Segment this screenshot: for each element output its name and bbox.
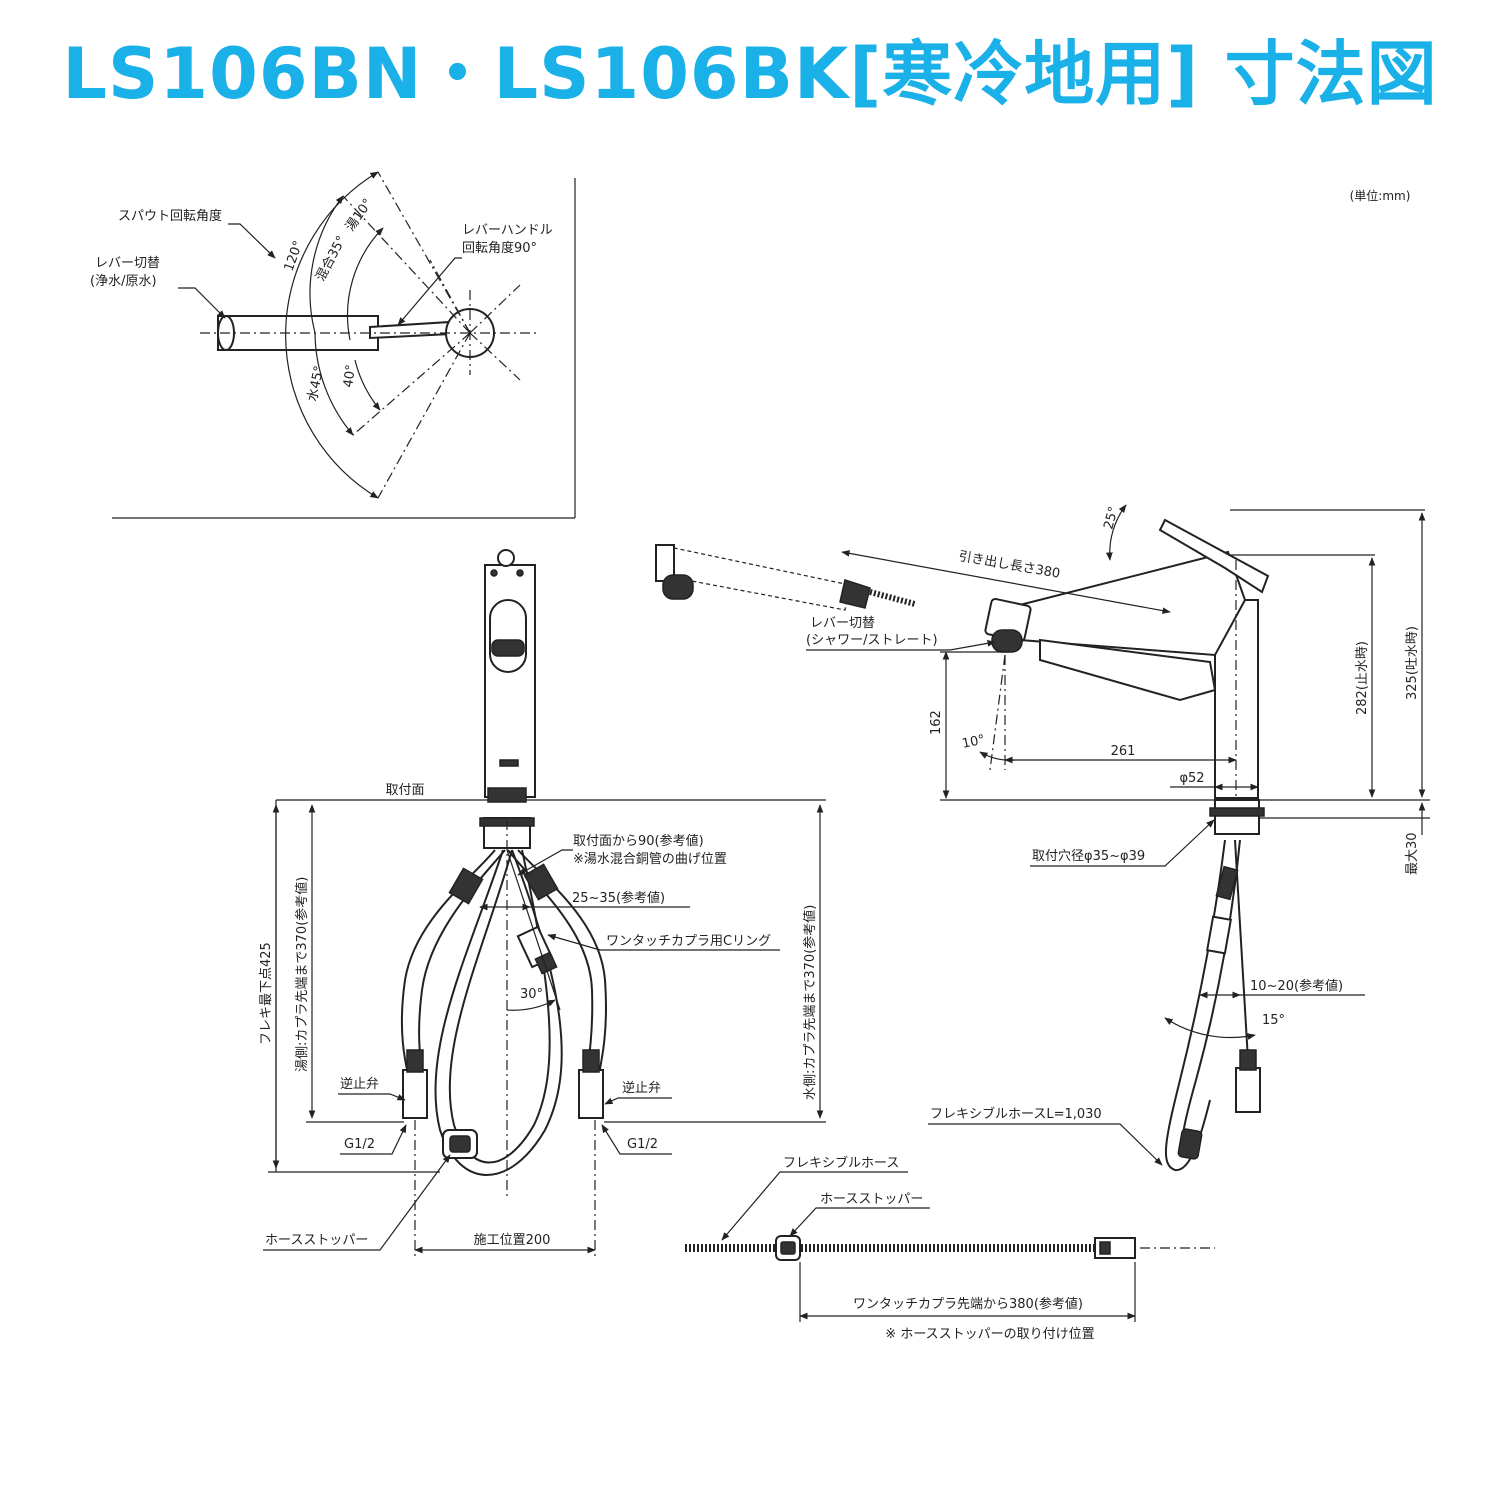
angle-hot: 湯10° [343, 196, 376, 234]
front-handle [489, 599, 527, 673]
side-view: 25° 引き出し長さ380 レバー切替 (シャワー/ストレート) 162 10°… [655, 504, 1430, 1172]
mount-surface-label: 取付面 [385, 783, 424, 798]
range-10-20: 10~20(参考値) [1250, 978, 1343, 994]
dim-282: 282(止水時) [1355, 641, 1370, 715]
dim-phi52: φ52 [1179, 771, 1204, 786]
front-flex-loop [434, 849, 563, 1176]
top-view: 120° 混合35° 湯10° 水45° 40° スパウト回転角度 レバー切替 … [90, 171, 576, 519]
angle-25: 25° [1101, 505, 1121, 531]
angle-water: 水45° [305, 364, 327, 402]
flex-hose-length: フレキシブルホースL=1,030 [930, 1106, 1102, 1122]
detail-flex-hose-label: フレキシブルホース [783, 1155, 899, 1171]
mount-hole: 取付穴径φ35~φ39 [1032, 849, 1145, 864]
hose-stopper-note: ※ ホースストッパーの取り付け位置 [885, 1327, 1094, 1342]
lever-handle-label-1: レバーハンドル [462, 223, 553, 238]
dim-162: 162 [929, 710, 944, 735]
water-side-370: 水側:カプラ先端まで370(参考値) [802, 905, 818, 1100]
c-ring-label: ワンタッチカプラ用Cリング [606, 934, 771, 949]
front-view: 取付面 フレキ最下点425 湯側:カプラ先端まで370(参考値) [259, 549, 826, 1260]
check-valve-left-label: 逆止弁 [340, 1076, 379, 1092]
max-30: 最大30 [1405, 832, 1420, 875]
front-check-valve-right [578, 1069, 604, 1119]
install-pitch: 施工位置200 [474, 1233, 551, 1248]
unit-label: (単位:mm) [1350, 188, 1411, 203]
spout-angle-label: スパウト回転角度 [118, 208, 222, 224]
pull-out-length: 引き出し長さ380 [957, 549, 1061, 582]
lever-switch-label-1: レバー切替 [95, 256, 160, 271]
front-hose-stopper-label: ホースストッパー [265, 1233, 368, 1248]
side-lever [1158, 518, 1270, 594]
coupler-380: ワンタッチカプラ先端から380(参考値) [853, 1296, 1083, 1312]
side-lever-switch-2: (シャワー/ストレート) [806, 633, 938, 648]
dim-261: 261 [1111, 744, 1136, 759]
lever-switch-label-2: (浄水/原水) [90, 274, 157, 289]
flex-low-425: フレキ最下点425 [259, 942, 274, 1045]
bend-note: ※湯水混合銅管の曲げ位置 [573, 852, 727, 867]
lever-handle-label-2: 回転角度90° [462, 240, 537, 256]
side-hose [1165, 839, 1226, 1172]
from-mount-90: 取付面から90(参考値) [573, 833, 704, 849]
angle-10: 10° [961, 732, 987, 751]
front-check-valve-left [402, 1069, 428, 1119]
range-25-35: 25~35(参考値) [572, 890, 665, 906]
hose-detail: フレキシブルホース ホースストッパー ワンタッチカプラ先端から380(参考値) … [685, 1155, 1215, 1342]
check-valve-right-label: 逆止弁 [622, 1080, 661, 1096]
top-lever [369, 320, 451, 340]
angle-15: 15° [1262, 1013, 1285, 1028]
g12-left-label: G1/2 [344, 1137, 375, 1152]
angle-30: 30° [520, 987, 543, 1002]
side-lever-switch-1: レバー切替 [810, 616, 875, 631]
dim-325: 325(吐水時) [1405, 626, 1420, 700]
detail-hose-stopper-label: ホースストッパー [820, 1192, 923, 1207]
g12-right-label: G1/2 [627, 1137, 658, 1152]
page-title: LS106BN・LS106BK[寒冷地用] 寸法図 [62, 33, 1438, 115]
hot-side-370: 湯側:カプラ先端まで370(参考値) [294, 877, 310, 1072]
angle-40: 40° [341, 364, 359, 389]
